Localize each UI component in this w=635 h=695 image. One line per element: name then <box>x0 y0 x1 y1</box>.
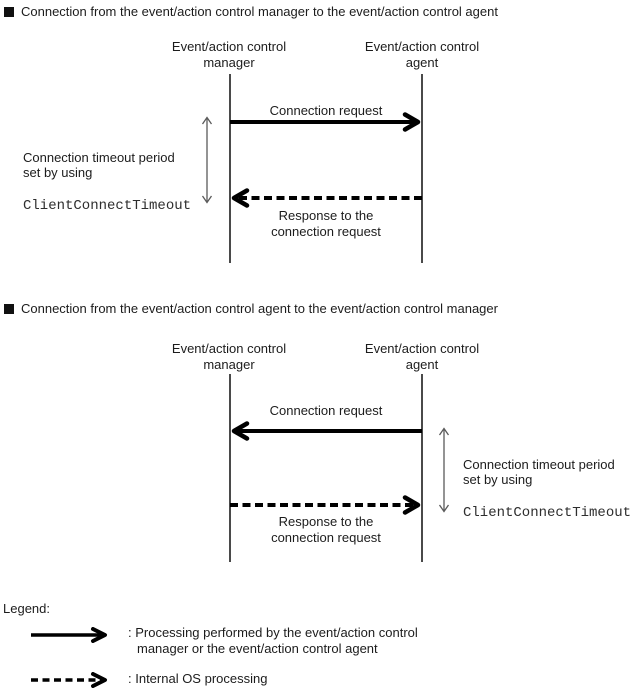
timeout-note: Connection timeout period set by using C… <box>23 134 191 230</box>
connection-request-label: Connection request <box>269 403 383 418</box>
timeout-note: Connection timeout period set by using C… <box>463 441 631 537</box>
timeout-span-arrow-icon <box>201 116 213 204</box>
legend-solid-arrow-label: : Processing performed by the event/acti… <box>128 625 418 656</box>
legend-dashed-arrow-label: : Internal OS processing <box>128 671 268 686</box>
agent-lifeline-label: Event/action control agent <box>364 39 480 70</box>
manager-lifeline <box>229 374 231 562</box>
timeout-span-arrow-icon <box>438 427 450 513</box>
agent-lifeline <box>421 374 423 562</box>
legend-dashed-arrow-icon <box>31 672 107 688</box>
legend-solid-arrow-icon <box>31 627 107 643</box>
dashed-arrow-right-icon <box>230 495 421 515</box>
legend-title: Legend: <box>3 601 50 616</box>
manager-lifeline-label: Event/action control manager <box>171 341 287 372</box>
manager-lifeline-label: Event/action control manager <box>171 39 287 70</box>
dashed-arrow-left-icon <box>231 188 422 208</box>
connection-response-label: Response to the connection request <box>271 514 381 545</box>
timeout-parameter-name: ClientConnectTimeout <box>463 505 632 521</box>
section-heading-2-text: Connection from the event/action control… <box>21 301 498 316</box>
section-heading-1-text: Connection from the event/action control… <box>21 4 498 19</box>
section-heading-1: Connection from the event/action control… <box>4 4 498 20</box>
solid-arrow-right-icon <box>230 112 421 132</box>
timeout-note-text: Connection timeout period set by using <box>23 149 175 181</box>
section-marker-icon <box>4 304 14 314</box>
agent-lifeline-label: Event/action control agent <box>364 341 480 372</box>
agent-lifeline <box>421 74 423 263</box>
timeout-parameter-name: ClientConnectTimeout <box>23 198 192 214</box>
connection-request-label: Connection request <box>269 103 383 118</box>
solid-arrow-left-icon <box>231 421 422 441</box>
section-marker-icon <box>4 7 14 17</box>
timeout-note-text: Connection timeout period set by using <box>463 456 615 488</box>
manager-lifeline <box>229 74 231 263</box>
section-heading-2: Connection from the event/action control… <box>4 301 498 317</box>
connection-response-label: Response to the connection request <box>271 208 381 239</box>
